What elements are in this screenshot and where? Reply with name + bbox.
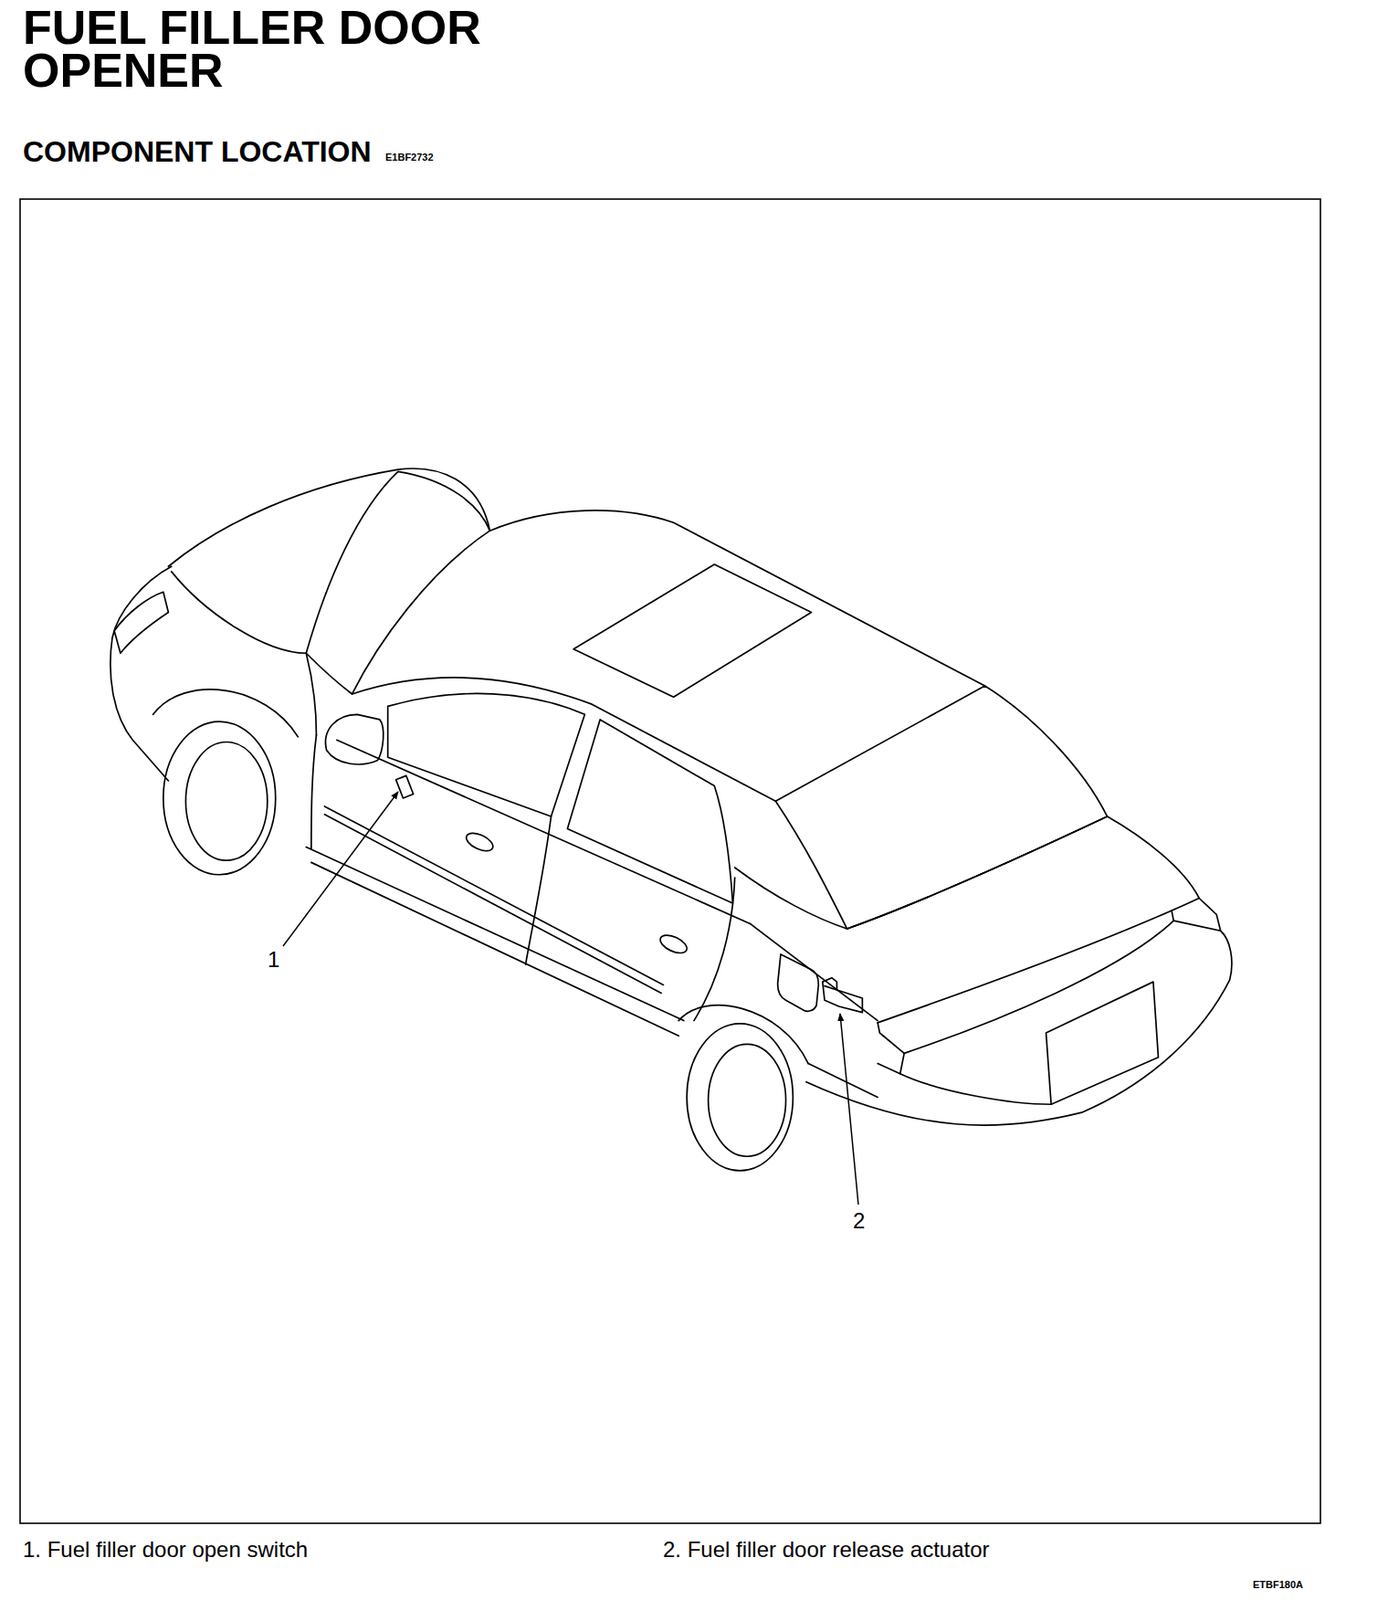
door-edge	[311, 735, 317, 850]
headlight	[114, 591, 169, 653]
roof-edge	[352, 677, 777, 801]
beltline	[336, 739, 751, 924]
front-tire	[163, 721, 276, 875]
taillight	[1171, 897, 1221, 931]
release-actuator	[822, 977, 863, 1013]
door-edge	[525, 816, 552, 965]
part-caption: 2. Fuel filler door release actuator	[662, 1536, 990, 1563]
front-window	[388, 693, 586, 817]
hood-edge	[168, 468, 490, 567]
trunk-edge	[904, 920, 1174, 1053]
door-handle	[657, 931, 690, 957]
quarter-line	[735, 867, 848, 929]
figure-code: ETBF180A	[1252, 1578, 1304, 1591]
door-handle	[463, 829, 496, 854]
taillight	[877, 1022, 905, 1074]
front-fascia	[112, 566, 172, 638]
side-mirror	[325, 714, 384, 765]
wheel-arch	[678, 1005, 809, 1064]
section-code: E1BF2732	[385, 151, 434, 164]
fender-line	[305, 652, 316, 735]
wheel-arch	[153, 689, 299, 737]
backlight	[775, 685, 1107, 929]
hood-edge	[171, 571, 307, 653]
character-line	[749, 923, 878, 1020]
fuel-filler-door	[778, 954, 820, 1011]
leader-line	[840, 1013, 859, 1205]
front-wheel	[185, 741, 267, 861]
page-title: FUEL FILLER DOOR OPENER	[22, 6, 516, 93]
rear-tire	[686, 1023, 793, 1171]
callout-number: 2	[852, 1208, 865, 1234]
rear-window	[567, 719, 733, 904]
roof-edge	[489, 510, 985, 686]
license-plate	[1046, 981, 1159, 1105]
part-caption: 1. Fuel filler door open switch	[22, 1536, 308, 1563]
trunk-lid	[847, 816, 1200, 1023]
bumper-line	[900, 1073, 1052, 1105]
car-drawing	[110, 468, 1232, 1171]
open-switch	[396, 775, 414, 799]
figure-frame	[20, 199, 1321, 1524]
rocker-line	[305, 847, 684, 1037]
side-molding	[324, 806, 663, 994]
callout-number: 1	[267, 946, 280, 973]
leader-line	[283, 791, 399, 947]
rear-wheel	[708, 1043, 787, 1157]
front-bumper	[110, 638, 169, 781]
windshield	[305, 471, 490, 694]
rear-bumper	[806, 930, 1232, 1126]
sunroof	[573, 564, 811, 697]
section-heading: COMPONENT LOCATION	[22, 135, 372, 169]
door-edge	[694, 877, 736, 1020]
